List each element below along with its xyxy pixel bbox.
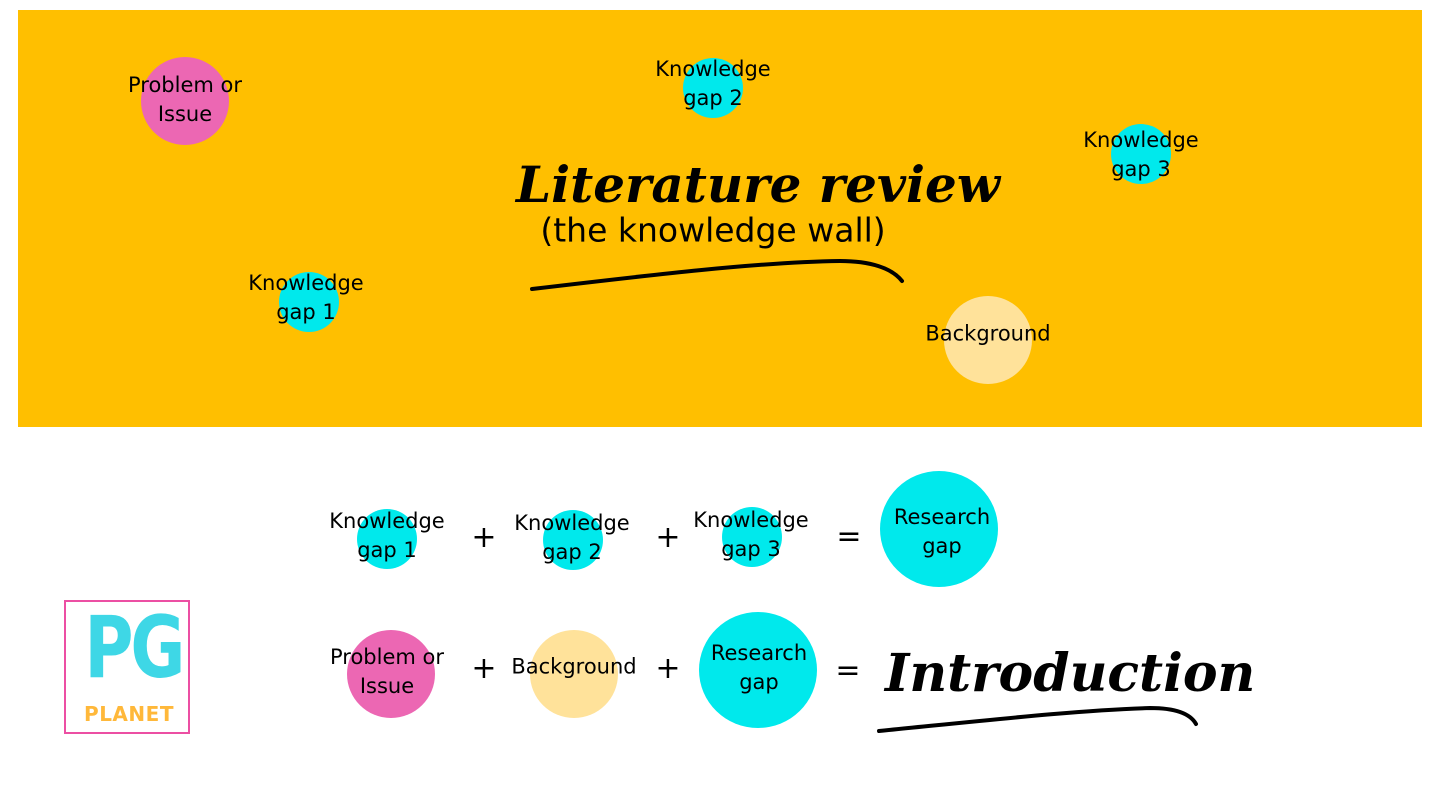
gap1-label: Knowledge gap 1 [248, 271, 364, 324]
eq1-research-gap-circle [880, 471, 998, 587]
logo-mark: PG [84, 598, 185, 698]
eq1-gap2-label: Knowledge gap 2 [514, 511, 630, 564]
eq1-gap3-circle [722, 507, 782, 567]
eq2-plus-1: + [471, 651, 497, 686]
logo-frame [64, 600, 190, 734]
gap3-circle [1111, 124, 1171, 184]
gap1-circle [279, 272, 339, 332]
wall-title: Literature review [516, 155, 1000, 214]
background-circle [944, 296, 1032, 384]
pg-planet-logo: PG PLANET [62, 598, 194, 738]
problem-circle [141, 57, 229, 145]
eq2-problem-circle [347, 630, 435, 718]
eq2-problem-label: Problem or Issue [329, 645, 445, 698]
eq1-gap2-circle [543, 510, 603, 570]
eq1-gap3-label: Knowledge gap 3 [693, 508, 809, 561]
eq1-plus-1: + [471, 520, 497, 555]
introduction-title: Introduction [885, 643, 1256, 704]
eq2-equals: = [835, 653, 861, 688]
background-label: Background [925, 321, 1051, 346]
gap2-circle [683, 58, 743, 118]
eq1-gap1-circle [357, 509, 417, 569]
logo-wordmark: PLANET [74, 702, 184, 726]
eq2-research-gap-circle [699, 612, 817, 728]
eq2-background-label: Background [511, 654, 637, 679]
eq2-background-circle [530, 630, 618, 718]
eq1-research-gap-label: Research gap [893, 505, 991, 558]
problem-label: Problem or Issue [127, 73, 243, 126]
eq2-research-gap-label: Research gap [710, 641, 808, 694]
wall-subtitle: (the knowledge wall) [540, 210, 886, 250]
eq1-gap1-label: Knowledge gap 1 [329, 509, 445, 562]
eq1-equals: = [836, 519, 862, 554]
eq1-plus-2: + [655, 520, 681, 555]
gap2-label: Knowledge gap 2 [655, 57, 771, 110]
eq2-plus-2: + [655, 651, 681, 686]
introduction-underline [877, 705, 1198, 733]
gap3-label: Knowledge gap 3 [1083, 128, 1199, 181]
